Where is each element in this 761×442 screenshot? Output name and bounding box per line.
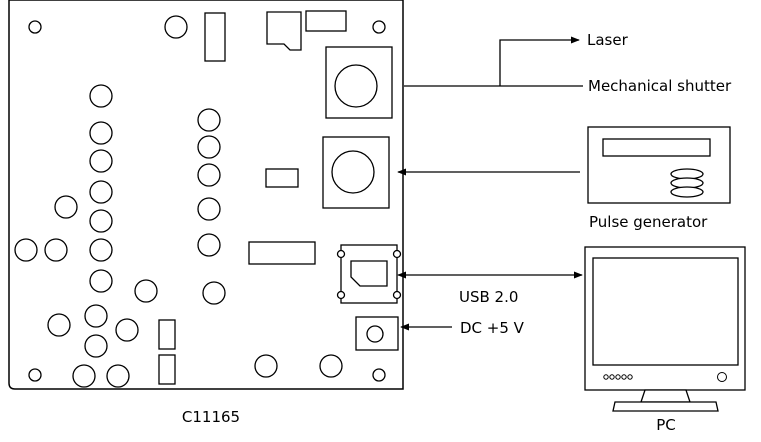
top-chip-1: [204, 12, 226, 62]
mount-hole-top-right: [372, 20, 386, 34]
mid-chip-wide: [248, 241, 316, 265]
mount-hole-bottom-right: [372, 368, 386, 382]
usb-connector: [336, 244, 402, 304]
laser-label: Laser: [587, 31, 629, 49]
mount-hole-top-left: [28, 20, 42, 34]
shutter-connector: [325, 46, 393, 119]
bottom-chip-1: [158, 319, 176, 350]
mid-chip-small: [265, 168, 299, 188]
pad-column-middle: [197, 108, 343, 378]
trigger-connector: [322, 136, 390, 209]
dc-label: DC +5 V: [460, 319, 525, 337]
shutter-label: Mechanical shutter: [588, 77, 732, 95]
pulse-generator-label: Pulse generator: [589, 213, 708, 231]
board-label: C11165: [182, 408, 240, 426]
usb-label: USB 2.0: [459, 288, 518, 306]
top-pad: [164, 15, 188, 39]
shutter-line: [404, 36, 583, 87]
mount-hole-bottom-left: [28, 368, 42, 382]
monitor-icon: [584, 246, 746, 412]
top-chip-2: [266, 11, 302, 51]
pad-column-left: [14, 84, 158, 388]
pc-label: PC: [656, 416, 676, 434]
top-chip-3: [305, 10, 347, 32]
circuit-board-icon: [8, 0, 404, 390]
dc-connector: [355, 316, 399, 351]
pulse-generator-icon: [587, 126, 731, 204]
bottom-chip-2: [158, 354, 176, 385]
